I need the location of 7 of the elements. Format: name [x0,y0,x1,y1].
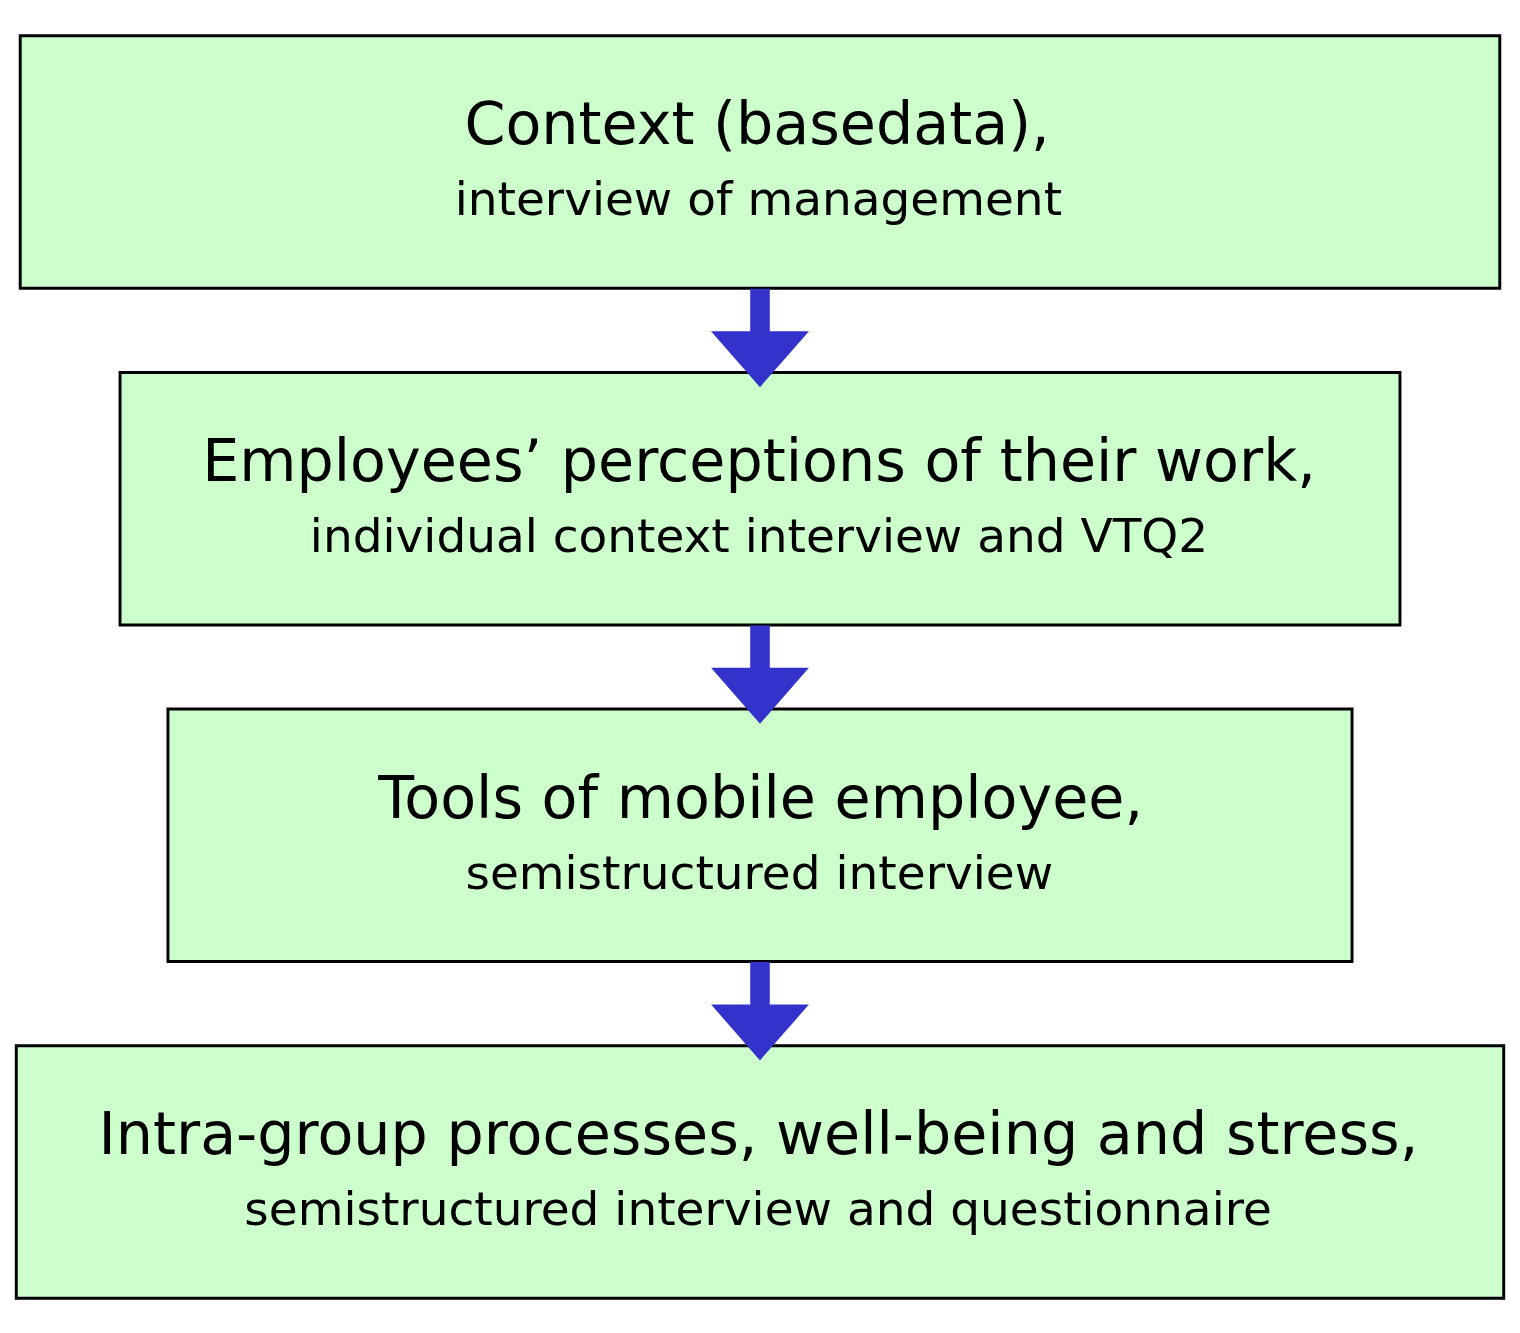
node-box: Employees’ perceptions of their work, individual context interview and VTQ2 [118,370,1402,626]
node-box: Context (basedata), interview of management [18,33,1502,290]
arrow [711,961,809,1060]
arrow [711,288,809,387]
node-box: Tools of mobile employee, semistructured interview [166,707,1354,963]
arrow [711,625,809,724]
node-box: Intra-group processes, well-being and stress, semistructured interview and questionnaire [14,1043,1506,1300]
